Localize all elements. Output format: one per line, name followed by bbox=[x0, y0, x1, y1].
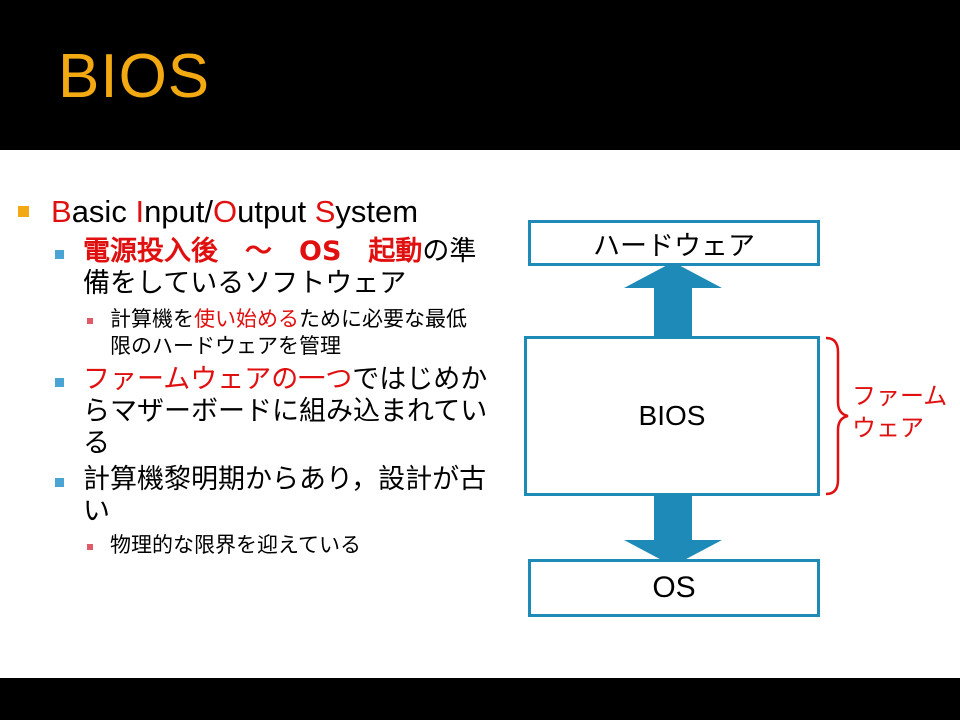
os-box: OS bbox=[528, 559, 820, 617]
bullet-level3-item3: 物理的な限界を迎えている bbox=[87, 532, 490, 559]
firmware-label: ファームウェア bbox=[852, 382, 948, 442]
arrow-up-icon bbox=[624, 262, 722, 336]
highlight-boot-range: 電源投入後 ～ OS 起動 bbox=[83, 236, 423, 267]
highlight-firmware: ファームウェアの一つ bbox=[83, 364, 353, 395]
bullet-level2-item2: ファームウェアの一つではじめからマザーボードに組み込まれている bbox=[55, 364, 503, 460]
bullet-square-icon bbox=[55, 378, 64, 387]
curly-brace-icon bbox=[825, 336, 849, 496]
bullet-square-icon bbox=[55, 478, 64, 487]
acronym-b: B bbox=[51, 194, 72, 229]
word-ystem: ystem bbox=[335, 194, 419, 229]
sub1-post: ために必要な最低限のハードウェアを管理 bbox=[110, 307, 467, 358]
hardware-box: ハードウェア bbox=[528, 220, 820, 266]
bullet-level3-item3-text: 物理的な限界を迎えている bbox=[110, 533, 361, 557]
bullet-square-icon bbox=[55, 250, 64, 259]
bios-box: BIOS bbox=[524, 336, 820, 496]
slide-title: BIOS bbox=[58, 42, 211, 111]
bullet-level2-item1: 電源投入後 ～ OS 起動の準備をしているソフトウェア bbox=[55, 236, 503, 300]
word-utput: utput bbox=[237, 194, 315, 229]
bullet-level1-text: Basic Input/Output System bbox=[51, 194, 418, 230]
bullet-square-icon bbox=[87, 318, 93, 324]
bullet-square-icon bbox=[18, 206, 29, 217]
bullet-level2-item3: 計算機黎明期からあり，設計が古い bbox=[55, 464, 503, 528]
arrow-down-icon bbox=[624, 496, 722, 566]
bullet-level2-item1-text: 電源投入後 ～ OS 起動の準備をしているソフトウェア bbox=[83, 236, 503, 300]
sub1-highlight: 使い始める bbox=[194, 307, 299, 331]
bullet-level1: Basic Input/Output System bbox=[18, 194, 418, 230]
bullet-level2-item2-text: ファームウェアの一つではじめからマザーボードに組み込まれている bbox=[83, 364, 503, 460]
footer-bar bbox=[0, 678, 960, 720]
bullet-square-icon bbox=[87, 544, 93, 550]
acronym-i: I bbox=[135, 194, 145, 229]
acronym-s: S bbox=[314, 194, 336, 229]
sub1-pre: 計算機を bbox=[110, 307, 194, 331]
item1-rest: の準備をしているソフトウェア bbox=[83, 236, 477, 299]
word-asic: asic bbox=[71, 194, 136, 229]
title-bar: BIOS bbox=[0, 0, 960, 150]
bullet-level3-item1: 計算機を使い始めるために必要な最低限のハードウェアを管理 bbox=[87, 306, 485, 360]
item2-rest: ではじめからマザーボードに組み込まれている bbox=[83, 364, 488, 459]
bullet-level2-item3-text: 計算機黎明期からあり，設計が古い bbox=[83, 464, 487, 527]
acronym-o: O bbox=[213, 194, 238, 229]
word-nput: nput/ bbox=[144, 194, 214, 229]
bullet-level3-item1-text: 計算機を使い始めるために必要な最低限のハードウェアを管理 bbox=[110, 306, 485, 360]
